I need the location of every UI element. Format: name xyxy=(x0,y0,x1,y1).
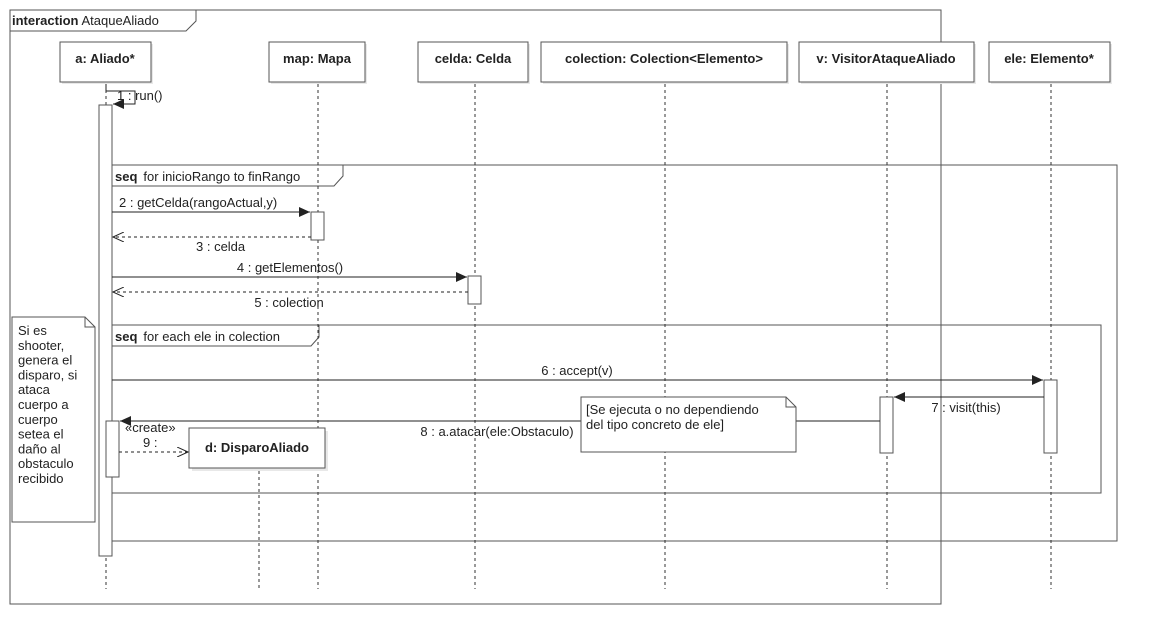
fragment-guard: for each ele in colection xyxy=(143,329,280,344)
message-4: 4 : getElementos() xyxy=(112,260,467,282)
lifeline-label: colection: Colection<Elemento> xyxy=(565,51,763,66)
activation-mapa xyxy=(310,211,325,241)
lifeline-label: v: VisitorAtaqueAliado xyxy=(816,51,955,66)
activation-aliado-nested xyxy=(105,420,120,478)
message-label: 7 : visit(this) xyxy=(931,400,1000,415)
frame-keyword: interaction xyxy=(12,13,79,28)
message-1: 1 : run() xyxy=(105,84,163,109)
lifeline-visitor: v: VisitorAtaqueAliado xyxy=(798,41,976,84)
message-3: 3 : celda xyxy=(113,237,311,254)
message-label: 8 : a.atacar(ele:Obstaculo) xyxy=(420,424,573,439)
lifeline-heads: a: Aliado* map: Mapa celda: Celda colect… xyxy=(59,41,1112,84)
message-6: 6 : accept(v) xyxy=(112,363,1043,385)
fragment-seq-rango: seq for inicioRango to finRango xyxy=(111,164,1118,542)
activation-bars xyxy=(98,104,1058,557)
message-label: 6 : accept(v) xyxy=(541,363,613,378)
lifeline-colection: colection: Colection<Elemento> xyxy=(540,41,789,84)
message-label: 4 : getElementos() xyxy=(237,260,343,275)
message-2: 2 : getCelda(rangoActual,y) xyxy=(112,195,310,217)
message-label: 5 : colection xyxy=(254,295,323,310)
fragment-guard: for inicioRango to finRango xyxy=(143,169,300,184)
message-label: 2 : getCelda(rangoActual,y) xyxy=(119,195,277,210)
activation-elemento xyxy=(1043,379,1058,454)
lifeline-mapa: map: Mapa xyxy=(268,41,367,84)
note-text: Si es shooter, genera el disparo, si ata… xyxy=(18,323,81,486)
message-label: 3 : celda xyxy=(196,239,246,254)
message-9: «create» 9 : xyxy=(119,420,188,452)
note-visitor-condition: [Se ejecuta o no dependiendo del tipo co… xyxy=(580,396,797,453)
activation-celda xyxy=(467,275,482,305)
lifeline-elemento: ele: Elemento* xyxy=(988,41,1112,84)
frame-name: AtaqueAliado xyxy=(81,13,158,28)
created-object-disparo: d: DisparoAliado xyxy=(188,427,328,471)
note-text: [Se ejecuta o no dependiendo del tipo co… xyxy=(586,402,762,432)
lifeline-celda: celda: Celda xyxy=(417,41,530,84)
note-shooter: Si es shooter, genera el disparo, si ata… xyxy=(11,316,96,523)
lifeline-aliado: a: Aliado* xyxy=(59,41,153,84)
message-5: 5 : colection xyxy=(113,292,468,310)
created-object-label: d: DisparoAliado xyxy=(205,440,309,455)
message-7: 7 : visit(this) xyxy=(894,392,1044,415)
fragment-operator: seq xyxy=(115,329,137,344)
fragment-operator: seq xyxy=(115,169,137,184)
message-stereotype: «create» xyxy=(125,420,176,435)
lifeline-lines xyxy=(105,84,1052,589)
activation-aliado-main xyxy=(98,104,113,557)
lifeline-label: celda: Celda xyxy=(435,51,512,66)
lifeline-label: ele: Elemento* xyxy=(1004,51,1095,66)
message-label: 9 : xyxy=(143,435,157,450)
messages: 1 : run() 2 : getCelda(rangoActual,y) 3 … xyxy=(105,84,1044,452)
activation-visitor xyxy=(879,396,894,454)
message-label: 1 : run() xyxy=(117,88,163,103)
lifeline-label: map: Mapa xyxy=(283,51,352,66)
lifeline-label: a: Aliado* xyxy=(75,51,135,66)
